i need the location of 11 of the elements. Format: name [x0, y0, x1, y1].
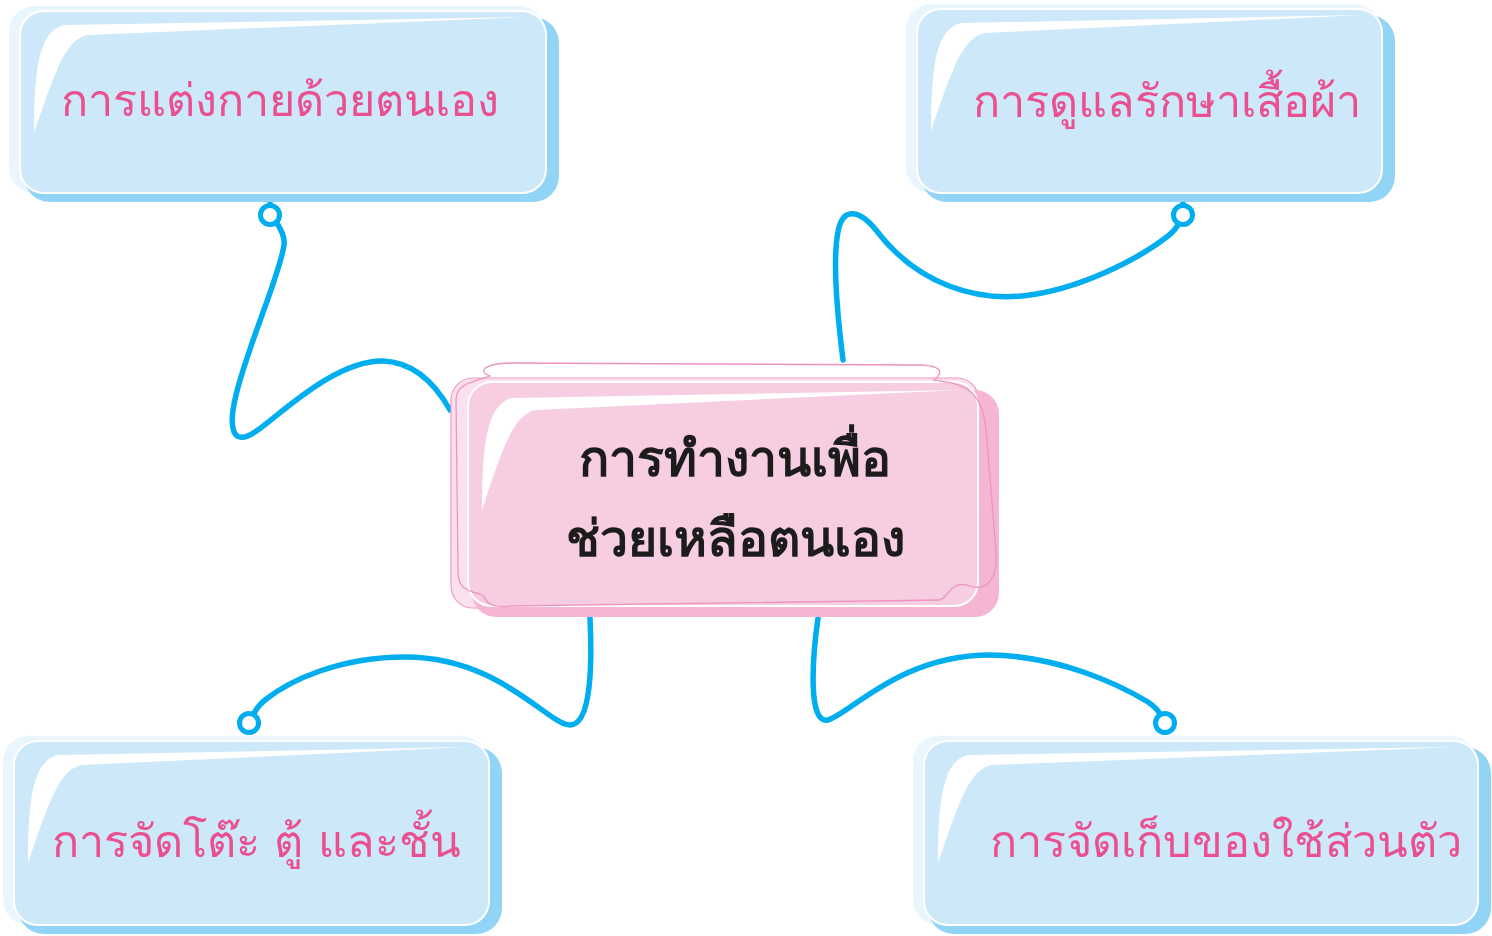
topic-box [912, 735, 1492, 935]
central-topic-label: การทำงานเพื่อช่วยเหลือตนเอง [545, 419, 925, 579]
topic-box [905, 3, 1396, 203]
topic-label: การแต่งกายด้วยตนเอง [60, 73, 500, 129]
topic-label: การจัดเก็บของใช้ส่วนตัว [989, 814, 1463, 870]
connector-curve [832, 200, 1195, 363]
topic-label: การจัดโต๊ะ ตู้ และชั้น [48, 805, 465, 877]
topic-label: การดูแลรักษาเสื้อผ้า [968, 65, 1365, 137]
topic-box [8, 5, 560, 203]
topic-box [2, 735, 503, 935]
central-topic-box [450, 360, 1000, 618]
